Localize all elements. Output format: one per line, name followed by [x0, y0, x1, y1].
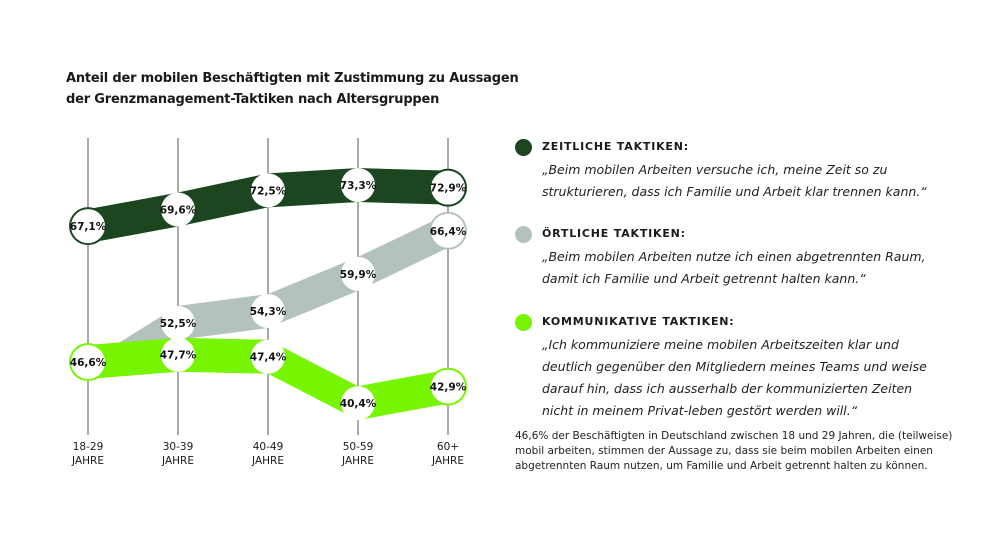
- data-label: 67,1%: [70, 221, 107, 233]
- data-label: 69,6%: [160, 205, 197, 217]
- legend-dot-icon: [515, 314, 532, 331]
- legend-dot-icon: [515, 226, 532, 243]
- data-label: 54,3%: [250, 306, 287, 318]
- footnote: 46,6% der Beschäftigten in Deutschland z…: [515, 430, 953, 472]
- data-label: 73,3%: [340, 180, 377, 192]
- x-tick-label: 60+JAHRE: [432, 441, 464, 467]
- data-label: 40,4%: [340, 398, 377, 410]
- data-label: 47,7%: [160, 350, 197, 362]
- data-point: [251, 173, 285, 208]
- data-point: [341, 386, 375, 421]
- data-point: [431, 369, 465, 404]
- chart-title: Anteil der mobilen Beschäftigten mit Zus…: [66, 68, 519, 110]
- data-label: 59,9%: [340, 269, 377, 281]
- title-line: Anteil der mobilen Beschäftigten mit Zus…: [66, 71, 519, 86]
- data-point: [161, 337, 195, 372]
- data-label: 46,6%: [70, 357, 107, 369]
- data-point: [341, 256, 375, 291]
- legend-heading: ZEITLICHE TAKTIKEN:: [542, 140, 689, 153]
- data-point: [431, 170, 465, 205]
- legend-heading: ÖRTLICHE TAKTIKEN:: [542, 227, 686, 240]
- legend-quote: „Beim mobilen Arbeiten versuche ich, mei…: [542, 162, 927, 199]
- data-point: [71, 345, 105, 380]
- data-label: 42,9%: [430, 382, 467, 394]
- data-point: [161, 192, 195, 227]
- data-label: 72,5%: [250, 185, 287, 197]
- data-point: [341, 168, 375, 203]
- legend-dot-icon: [515, 139, 532, 156]
- legend-quote: „Ich kommuniziere meine mobilen Arbeitsz…: [542, 337, 927, 418]
- data-label: 66,4%: [430, 226, 467, 238]
- legend-heading: KOMMUNIKATIVE TAKTIKEN:: [542, 315, 735, 328]
- data-point: [71, 209, 105, 244]
- data-label: 47,4%: [250, 352, 287, 364]
- data-point: [431, 213, 465, 248]
- data-point: [251, 293, 285, 328]
- data-point: [161, 305, 195, 340]
- title-line: der Grenzmanagement-Taktiken nach Alters…: [66, 92, 440, 107]
- data-point: [251, 339, 285, 374]
- data-label: 52,5%: [160, 318, 197, 330]
- data-label: 72,9%: [430, 183, 467, 195]
- legend-quote: „Beim mobilen Arbeiten nutze ich einen a…: [542, 249, 926, 286]
